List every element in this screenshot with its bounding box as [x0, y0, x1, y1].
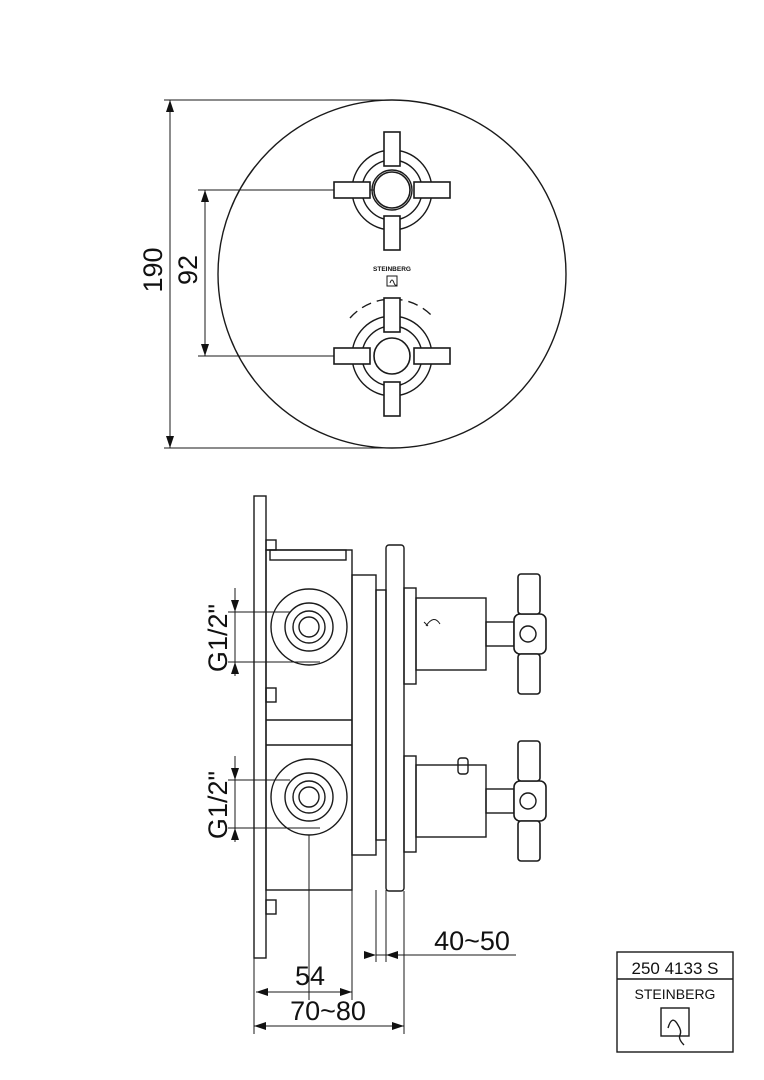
upper-handle-profile [415, 573, 547, 695]
title-block-brand: STEINBERG [635, 986, 716, 1002]
mounting-frame [253, 495, 267, 959]
dimension-70-80-label: 70~80 [290, 996, 366, 1026]
dimension-190-label: 190 [138, 247, 168, 292]
thread-label-lower: G1/2" [203, 771, 233, 839]
dimension-40-50: 40~50 [364, 890, 516, 962]
dimension-70-80: 70~80 [253, 891, 405, 1034]
dimension-54: 54 [256, 835, 353, 1000]
steinberg-logo-icon [660, 1007, 690, 1046]
top-view: 190 92 STEINBERG [138, 99, 567, 449]
dimension-40-50-label: 40~50 [434, 926, 510, 956]
cover-plate [217, 99, 567, 449]
dimension-92: 92 [173, 189, 392, 357]
thread-label-upper: G1/2" [203, 604, 233, 672]
inlet-lower [270, 758, 348, 836]
inlet-upper [270, 588, 348, 666]
product-code: 250 4133 S [632, 959, 719, 978]
dimension-190: 190 [138, 99, 392, 449]
thread-dim-upper: G1/2" [203, 588, 320, 676]
steinberg-mark: STEINBERG [373, 266, 411, 287]
dimension-54-label: 54 [295, 961, 325, 991]
lower-handle-profile [415, 740, 547, 862]
lower-cross-handle [333, 297, 451, 417]
steinberg-mark-text: STEINBERG [373, 266, 411, 273]
upper-cross-handle [333, 131, 451, 251]
side-view: G1/2" G1/2" [203, 495, 547, 1034]
title-block: 250 4133 S STEINBERG [616, 951, 734, 1053]
thread-dim-lower: G1/2" [203, 756, 320, 842]
cover-plate-profile [385, 544, 405, 892]
dimension-92-label: 92 [173, 255, 203, 285]
